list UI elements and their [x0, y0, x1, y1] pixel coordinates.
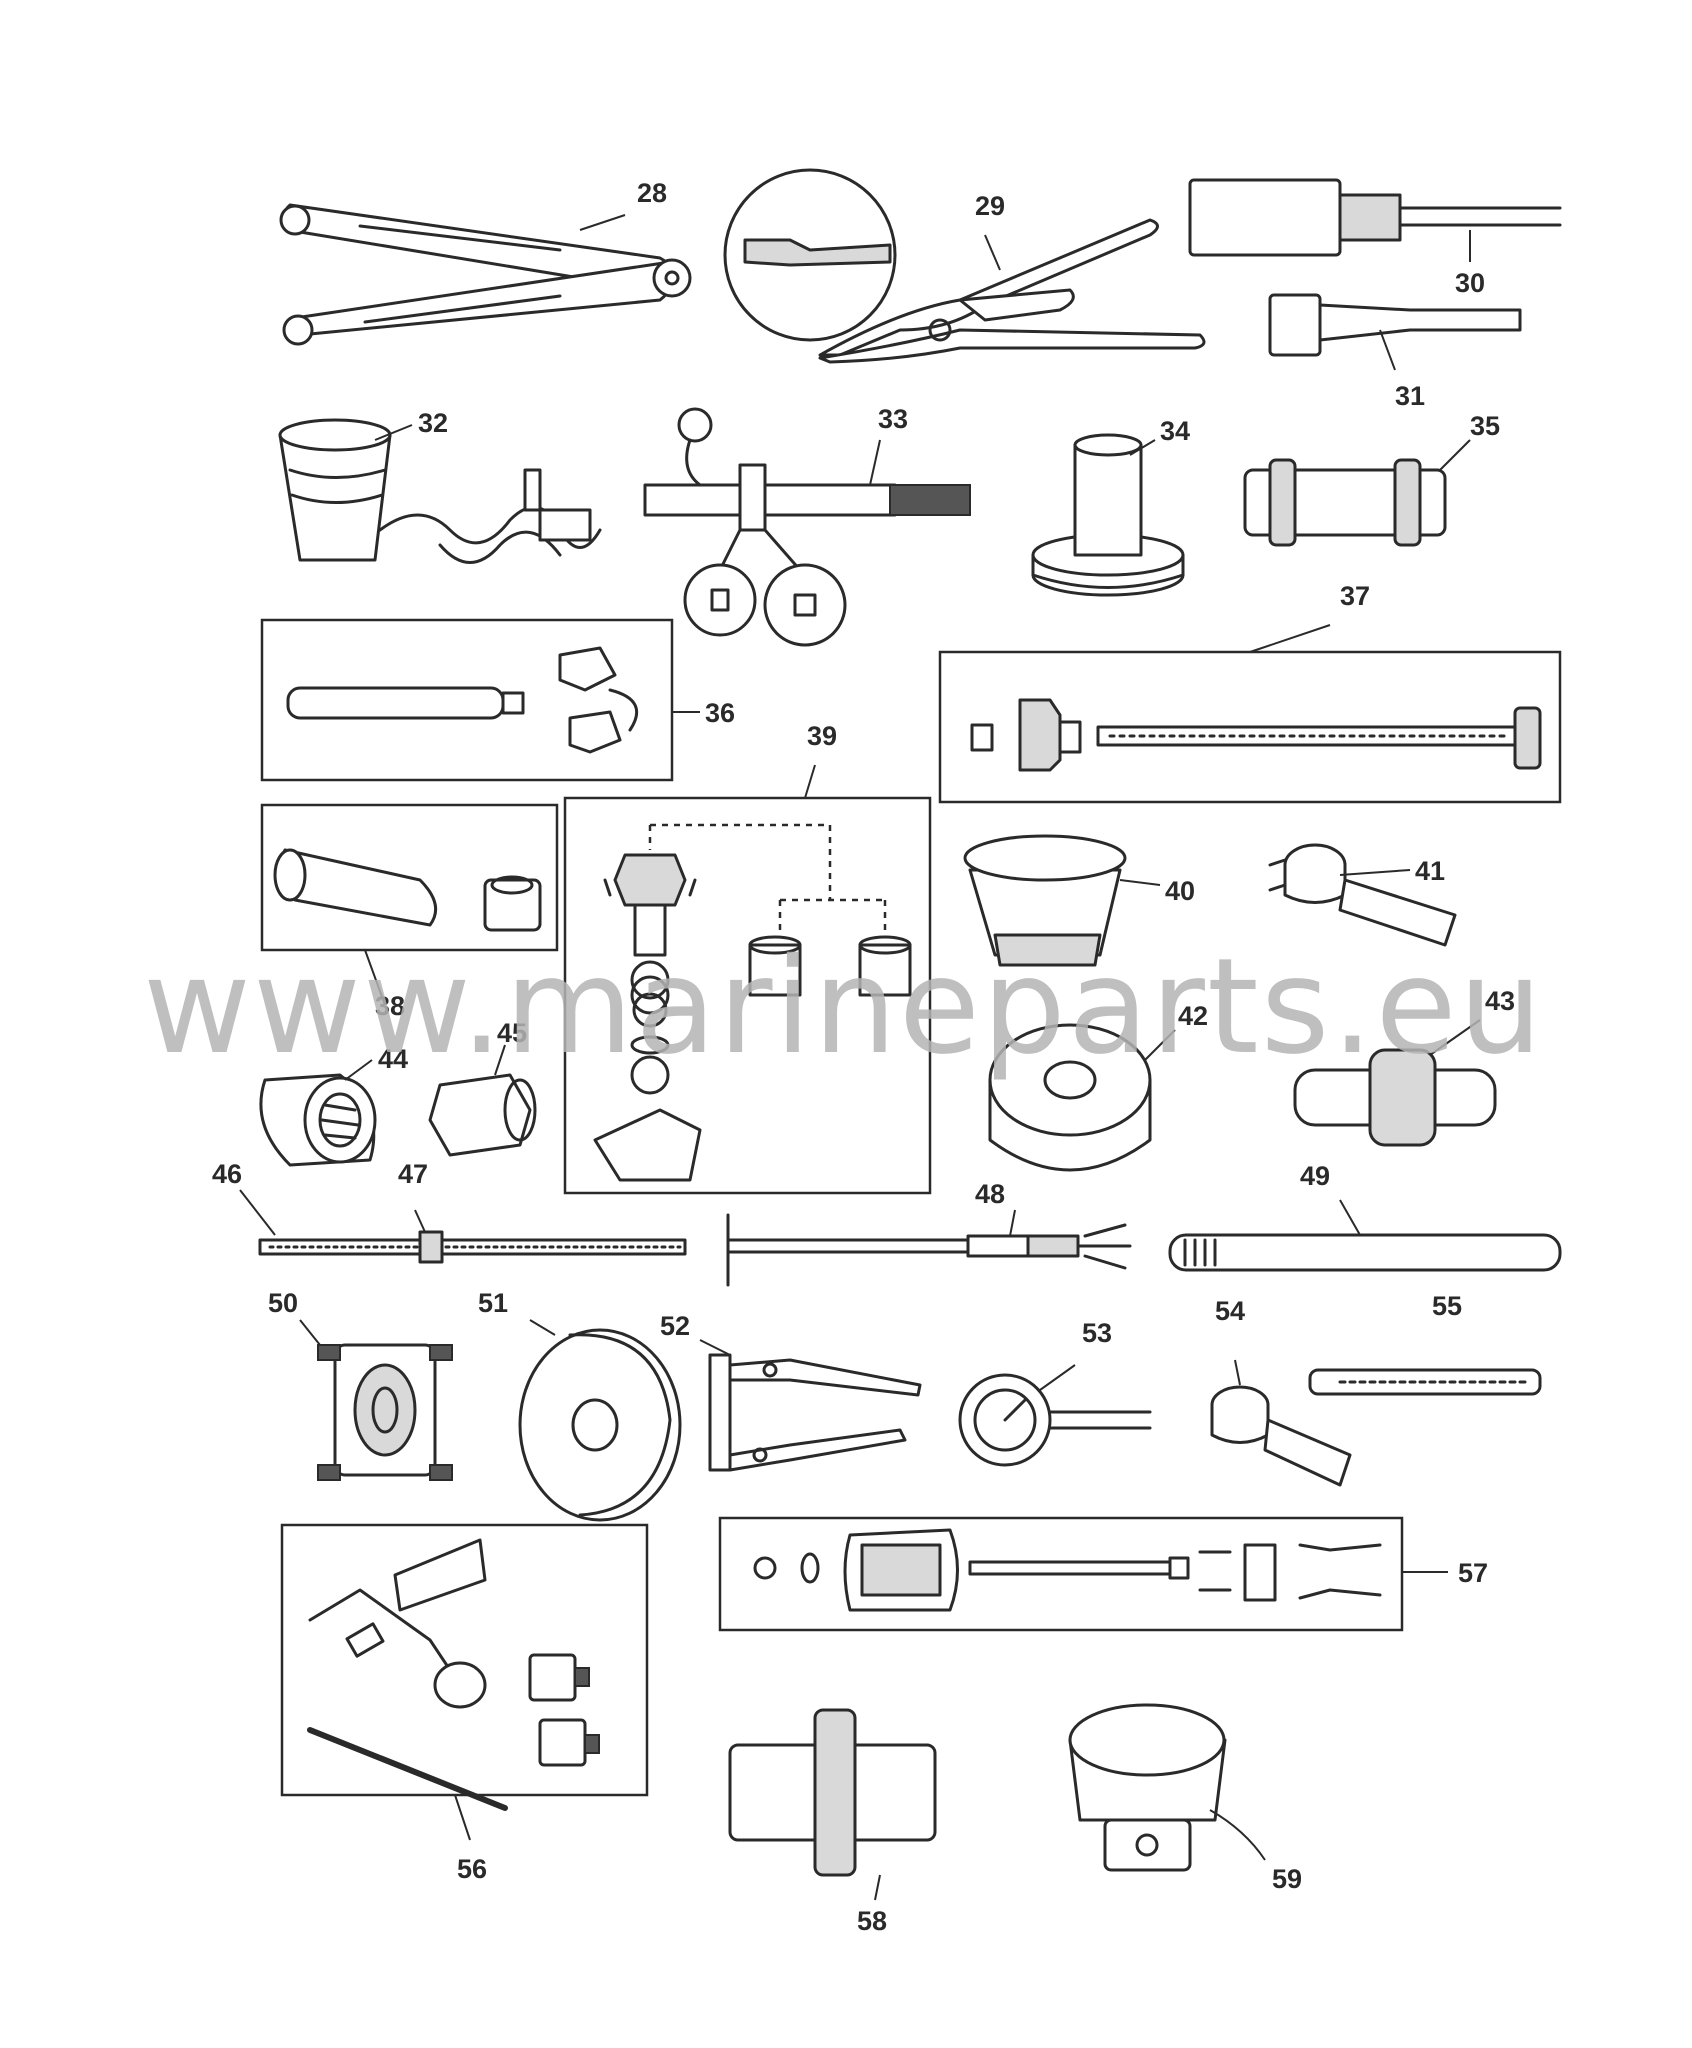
tool-34-installer	[1031, 433, 1185, 597]
label-48: 48	[975, 1179, 1005, 1209]
tool-43-sleeve	[1293, 1019, 1497, 1147]
tool-59-adapter	[1068, 1703, 1266, 1872]
kit-38-box	[260, 803, 559, 1006]
label-52: 52	[660, 1311, 690, 1341]
tool-44-nut	[259, 1059, 377, 1167]
label-28: 28	[637, 178, 667, 208]
tool-29-pliers	[723, 168, 1206, 364]
tool-50-separator	[299, 1319, 453, 1481]
label-30: 30	[1455, 268, 1485, 298]
label-29: 29	[975, 191, 1005, 221]
label-36: 36	[705, 698, 735, 728]
tool-58-sleeve	[728, 1708, 937, 1901]
tool-53-dial-indicator	[958, 1364, 1152, 1467]
tool-55-rod	[1308, 1368, 1542, 1396]
label-40: 40	[1165, 876, 1195, 906]
label-39: 39	[807, 721, 837, 751]
tool-33-shaft-puller	[643, 407, 971, 647]
label-56: 56	[457, 1854, 487, 1884]
label-50: 50	[268, 1288, 298, 1318]
tool-54-clamp	[1210, 1359, 1352, 1487]
label-32: 32	[418, 408, 448, 438]
label-42: 42	[1178, 1001, 1208, 1031]
watermark-text: www.marineparts.eu	[143, 930, 1544, 1084]
label-41: 41	[1415, 856, 1445, 886]
label-54: 54	[1215, 1296, 1245, 1326]
kit-37-box	[938, 624, 1562, 804]
tool-48-t-handle	[726, 1209, 1132, 1287]
part-labels: 28 29 30 31 32 33 34 35 36 37 38 39 40 4…	[212, 178, 1515, 1936]
label-51: 51	[478, 1288, 508, 1318]
kit-56-box	[280, 1523, 649, 1841]
label-34: 34	[1160, 416, 1190, 446]
label-58: 58	[857, 1906, 887, 1936]
tool-49-rod	[1168, 1199, 1562, 1272]
kit-57-box	[718, 1516, 1448, 1632]
label-35: 35	[1470, 411, 1500, 441]
tool-51-plate	[518, 1319, 682, 1522]
tool-42-disk	[988, 1023, 1176, 1172]
tool-30-driver	[1188, 178, 1562, 262]
label-55: 55	[1432, 1291, 1462, 1321]
kit-39-box	[563, 764, 932, 1195]
tool-41-clamp	[1268, 843, 1457, 947]
tool-31-driver	[1268, 293, 1522, 371]
label-59: 59	[1272, 1864, 1302, 1894]
label-38: 38	[375, 991, 405, 1021]
label-45: 45	[497, 1018, 527, 1048]
label-37: 37	[1340, 581, 1370, 611]
label-49: 49	[1300, 1161, 1330, 1191]
tool-28-spanner-wrench	[279, 203, 692, 346]
label-46: 46	[212, 1159, 242, 1189]
tool-46-47-threaded-rod	[239, 1189, 687, 1264]
label-31: 31	[1395, 381, 1425, 411]
label-47: 47	[398, 1159, 428, 1189]
label-43: 43	[1485, 986, 1515, 1016]
tool-45-coupler	[428, 1044, 537, 1157]
label-53: 53	[1082, 1318, 1112, 1348]
tool-32-pump-bucket	[278, 418, 602, 564]
kit-36-box	[260, 618, 700, 782]
label-57: 57	[1458, 1558, 1488, 1588]
tool-35-mandrel	[1243, 439, 1471, 547]
tool-52-puller	[699, 1339, 922, 1472]
label-44: 44	[378, 1044, 408, 1074]
label-33: 33	[878, 404, 908, 434]
tool-40-cup	[963, 834, 1161, 967]
